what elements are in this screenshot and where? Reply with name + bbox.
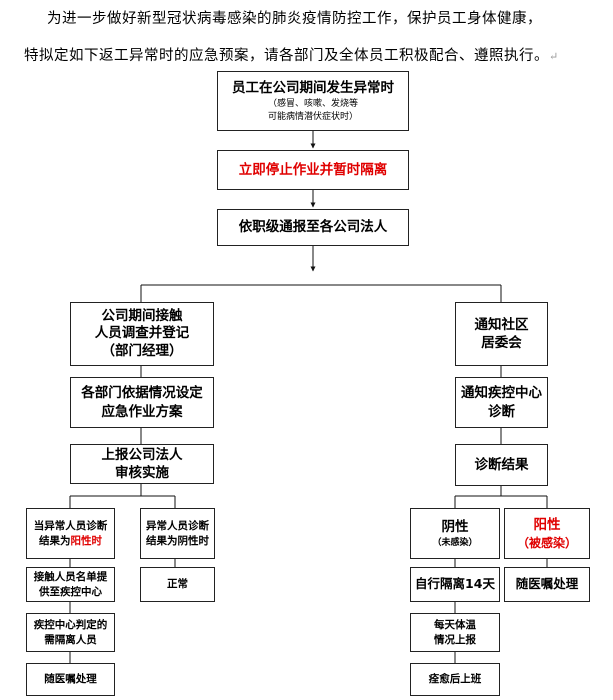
recover-box: 痊愈后上班 bbox=[410, 663, 500, 696]
positive-box: 阳性 （被感染） bbox=[504, 508, 590, 559]
cdc-line-2: 诊断 bbox=[488, 403, 515, 420]
positive-label: 阳性 bbox=[533, 517, 561, 534]
start-title: 员工在公司期间发生异常时 bbox=[232, 79, 394, 96]
self-isolate-label: 自行隔离14天 bbox=[415, 576, 495, 592]
plan-line-1: 各部门依据情况设定 bbox=[81, 385, 203, 402]
approve-box: 上报公司法人 审核实施 bbox=[70, 444, 214, 484]
temperature-line-1: 每天体温 bbox=[434, 619, 476, 632]
positive-case-line-2b: 阳性时 bbox=[70, 534, 103, 547]
paragraph-mark-icon: ↵ bbox=[549, 50, 559, 63]
temperature-line-2: 情况上报 bbox=[434, 633, 476, 646]
negative-note: （未感染） bbox=[432, 537, 478, 548]
judged-isolation-line-2: 需隔离人员 bbox=[44, 633, 97, 646]
positive-note: （被感染） bbox=[516, 535, 577, 550]
negative-case-line-2: 结果为阴性时 bbox=[146, 534, 209, 547]
self-isolate-box: 自行隔离14天 bbox=[410, 567, 500, 602]
plan-box: 各部门依据情况设定 应急作业方案 bbox=[70, 377, 214, 428]
result-label: 诊断结果 bbox=[474, 456, 529, 473]
report-box: 依职级通报至各公司法人 bbox=[217, 209, 409, 246]
report-label: 依职级通报至各公司法人 bbox=[238, 219, 388, 236]
judged-isolation-box: 疾控中心判定的 需隔离人员 bbox=[26, 613, 115, 652]
judged-isolation-line-1: 疾控中心判定的 bbox=[33, 619, 108, 632]
submit-list-line-1: 接触人员名单提 bbox=[33, 571, 108, 584]
intro-line-2: 特拟定如下返工异常时的应急预案，请各部门及全体员工积极配合、遵照执行。↵ bbox=[24, 48, 559, 64]
positive-case-line-1: 当异常人员诊断 bbox=[33, 520, 108, 533]
left-follow-box: 随医嘱处理 bbox=[26, 663, 115, 696]
community-line-1: 通知社区 bbox=[474, 316, 529, 333]
result-box: 诊断结果 bbox=[455, 444, 548, 486]
temperature-report-box: 每天体温 情况上报 bbox=[410, 613, 500, 652]
stop-label: 立即停止作业并暂时隔离 bbox=[238, 161, 388, 178]
contact-line-1: 公司期间接触 bbox=[101, 307, 183, 324]
start-box: 员工在公司期间发生异常时 （感冒、咳嗽、发烧等 可能病情潜伏症状时） bbox=[217, 71, 409, 131]
intro-line-1: 为进一步做好新型冠状病毒感染的肺炎疫情防控工作，保护员工身体健康， bbox=[47, 11, 542, 27]
start-note-2: 可能病情潜伏症状时） bbox=[267, 112, 358, 123]
right-follow-label: 随医嘱处理 bbox=[515, 576, 579, 592]
start-note-1: （感冒、咳嗽、发烧等 bbox=[267, 98, 358, 109]
approve-line-1: 上报公司法人 bbox=[101, 446, 183, 463]
negative-label: 阴性 bbox=[441, 518, 469, 535]
negative-case-line-1: 异常人员诊断 bbox=[146, 520, 209, 533]
normal-box: 正常 bbox=[140, 567, 215, 602]
contact-line-2: 人员调查并登记 bbox=[94, 325, 190, 342]
contact-line-3: （部门经理） bbox=[101, 342, 183, 359]
community-line-2: 居委会 bbox=[481, 335, 522, 351]
cdc-box: 通知疾控中心 诊断 bbox=[455, 377, 548, 428]
approve-line-2: 审核实施 bbox=[115, 465, 169, 481]
negative-box: 阴性 （未感染） bbox=[410, 508, 500, 559]
right-follow-box: 随医嘱处理 bbox=[504, 567, 590, 602]
stop-box: 立即停止作业并暂时隔离 bbox=[217, 150, 409, 190]
submit-list-box: 接触人员名单提 供至疾控中心 bbox=[26, 567, 115, 602]
plan-line-2: 应急作业方案 bbox=[101, 403, 183, 420]
positive-case-line-2a: 结果为 bbox=[39, 534, 71, 547]
negative-case-box: 异常人员诊断 结果为阴性时 bbox=[140, 508, 215, 559]
recover-label: 痊愈后上班 bbox=[428, 673, 482, 686]
positive-case-box: 当异常人员诊断 结果为阳性时 bbox=[26, 508, 115, 559]
normal-label: 正常 bbox=[167, 578, 188, 591]
contact-box: 公司期间接触 人员调查并登记 （部门经理） bbox=[70, 302, 214, 366]
submit-list-line-2: 供至疾控中心 bbox=[39, 585, 102, 598]
community-box: 通知社区 居委会 bbox=[455, 302, 548, 366]
left-follow-label: 随医嘱处理 bbox=[44, 673, 97, 686]
cdc-line-1: 通知疾控中心 bbox=[461, 385, 542, 402]
